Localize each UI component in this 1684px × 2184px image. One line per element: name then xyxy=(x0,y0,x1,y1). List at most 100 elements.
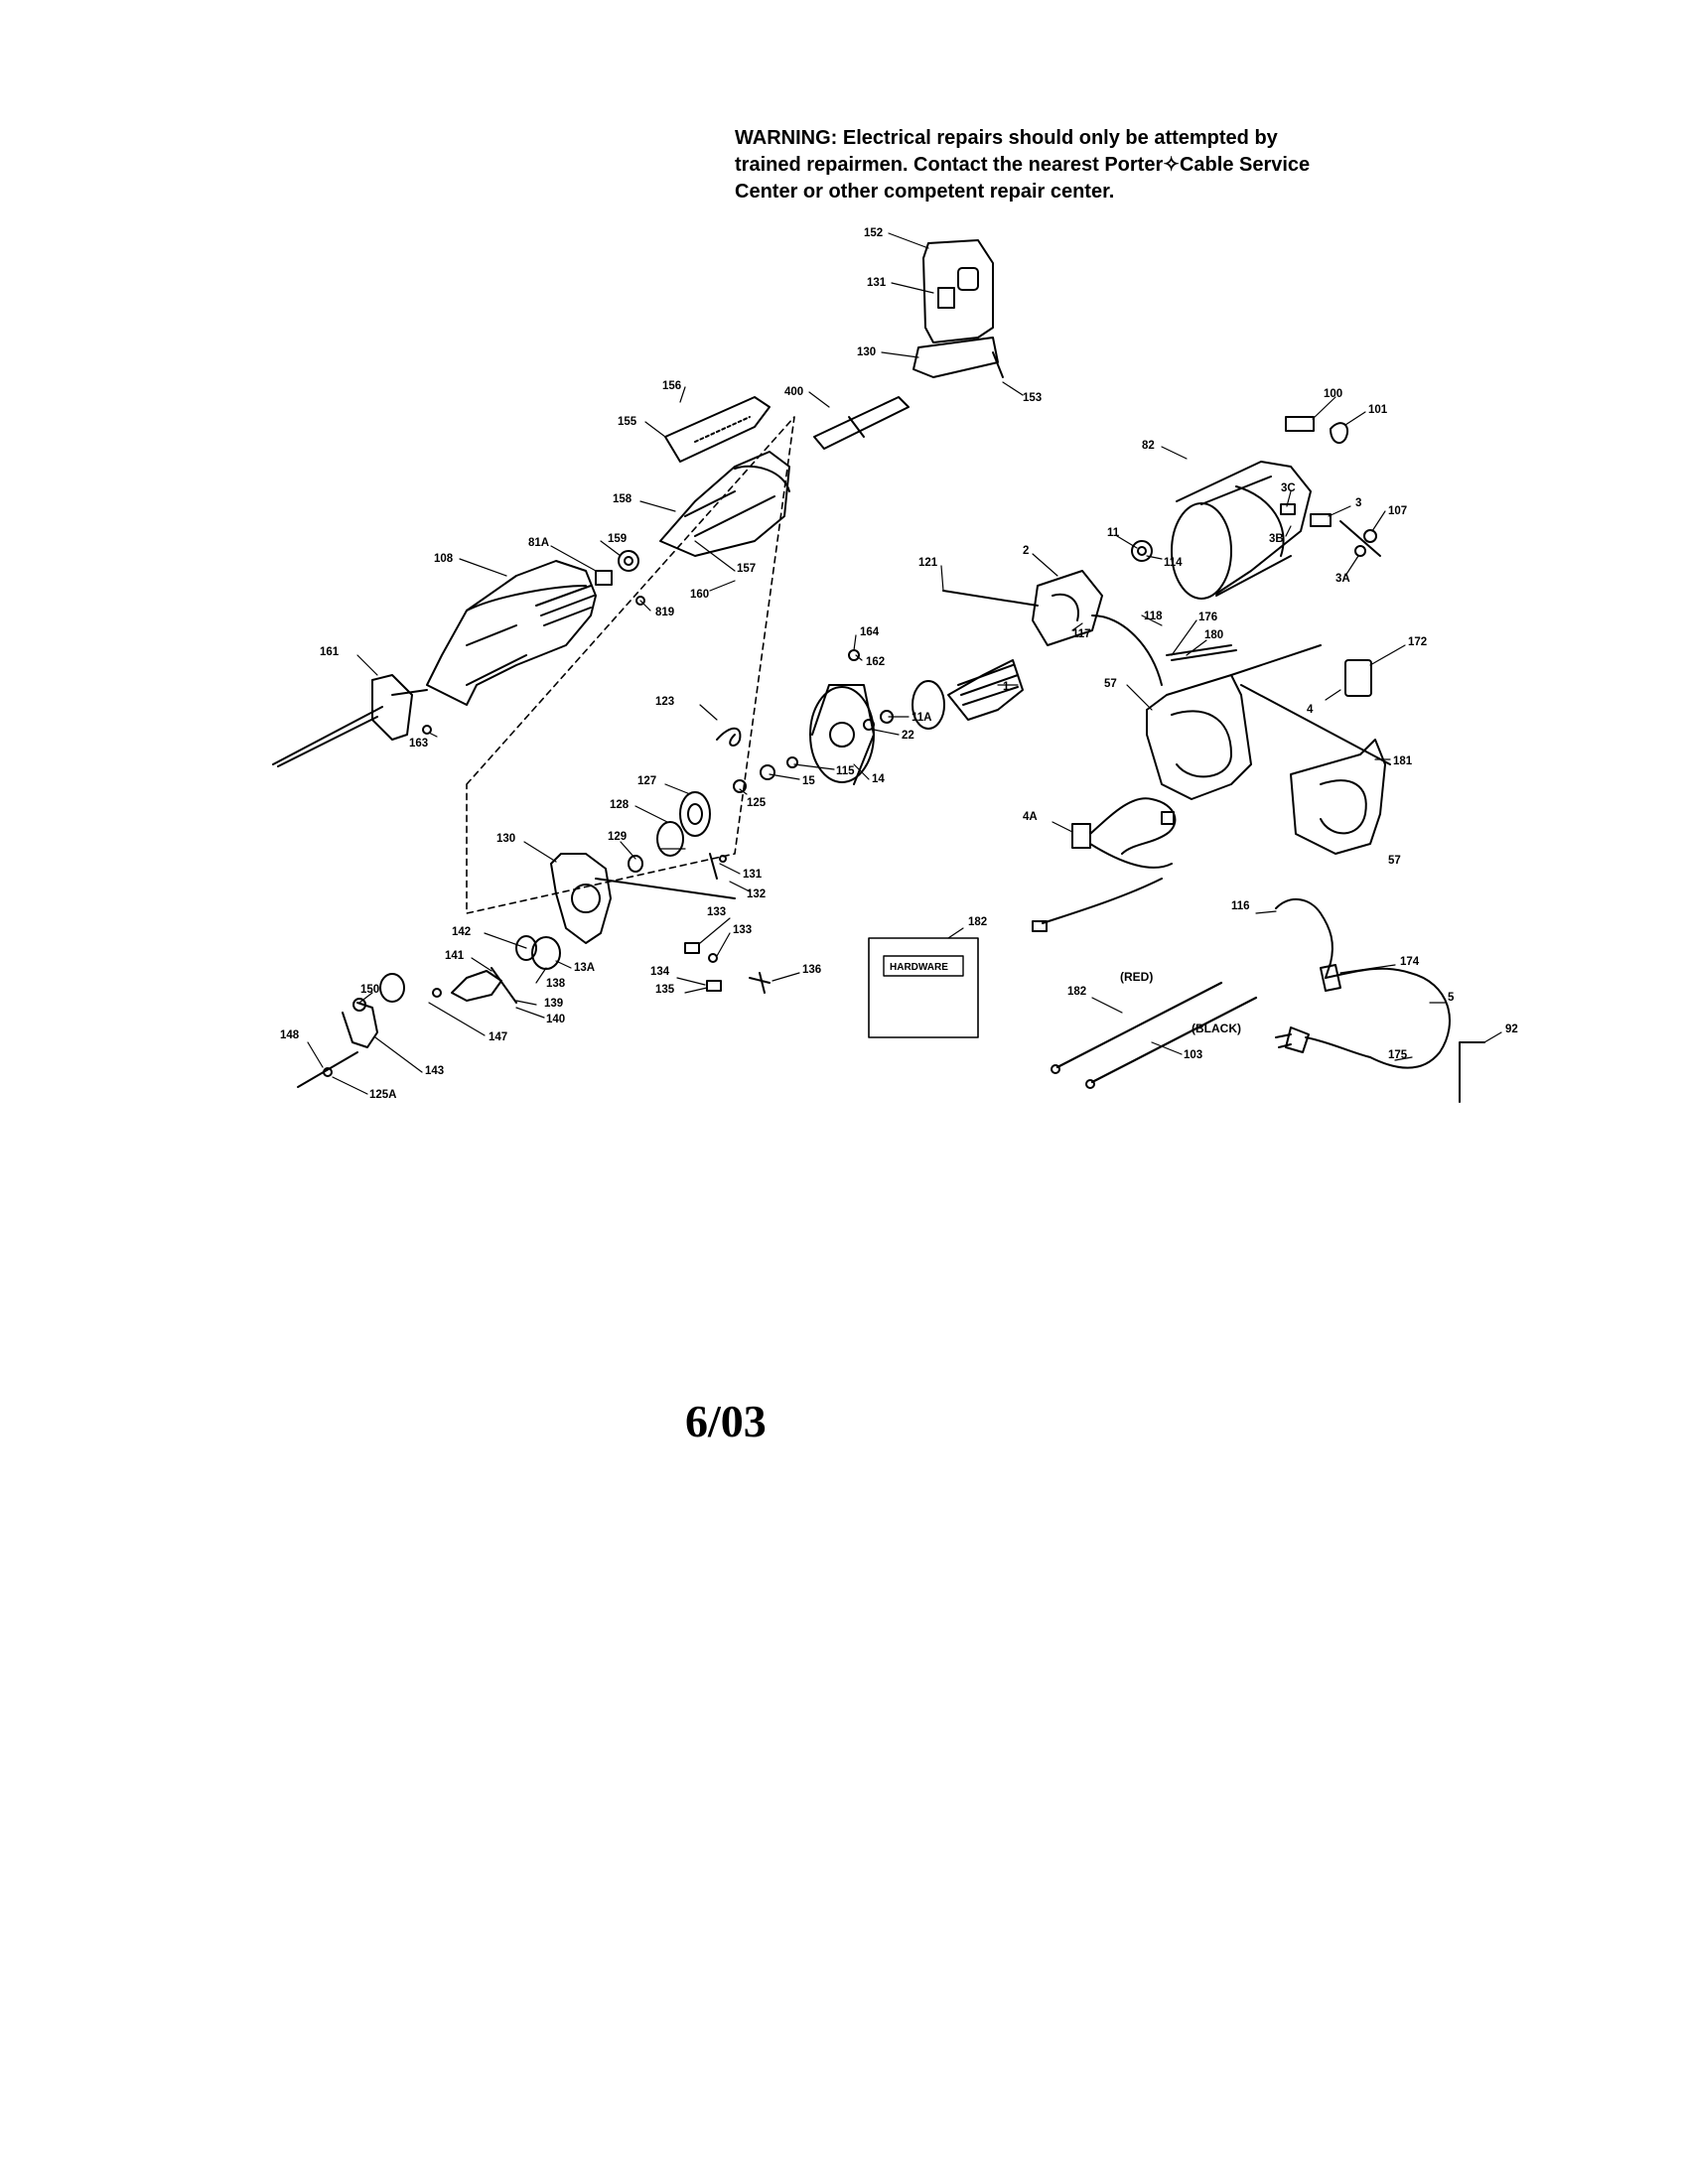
part-label: 5 xyxy=(1448,992,1455,1004)
part-label: 134 xyxy=(650,966,670,978)
part-label: 182 xyxy=(1067,986,1086,998)
warning-line-2: trained repairmen. Contact the nearest P… xyxy=(735,154,1311,176)
footer-date: 6/03 xyxy=(685,1396,767,1446)
field-part xyxy=(942,570,1163,686)
part-label: 172 xyxy=(1408,636,1427,648)
part-label: 819 xyxy=(655,607,674,618)
part-label: 157 xyxy=(737,563,756,575)
part-label: 159 xyxy=(608,533,627,545)
part-label: 133 xyxy=(733,924,752,936)
lead-red xyxy=(1055,981,1223,1069)
wire-label-black: (BLACK) xyxy=(1192,1022,1241,1035)
part-label: 138 xyxy=(546,978,566,990)
top-cover-part xyxy=(664,396,771,463)
warning-line-3: Center or other competent repair center. xyxy=(735,181,1115,203)
main-housing-part xyxy=(426,560,597,706)
wire-176 xyxy=(1166,644,1232,656)
part-label: 136 xyxy=(802,964,821,976)
part-label: 156 xyxy=(662,380,681,392)
part-label: 14 xyxy=(872,773,885,785)
part-label: 127 xyxy=(637,775,656,787)
part-label: 92 xyxy=(1505,1024,1518,1035)
part-label: 57 xyxy=(1388,855,1401,867)
part-label: 132 xyxy=(747,888,766,900)
part-label: 148 xyxy=(280,1029,300,1041)
part-label: 174 xyxy=(1400,956,1420,968)
part-label: 117 xyxy=(1072,628,1091,640)
part-label: 101 xyxy=(1368,404,1388,416)
switch-172 xyxy=(1344,659,1372,697)
part-label: 82 xyxy=(1142,440,1155,452)
part-label: 141 xyxy=(445,950,465,962)
part-label: 150 xyxy=(360,984,379,996)
handle-57-right-part xyxy=(1290,739,1386,855)
part-label: 135 xyxy=(655,984,675,996)
part-label: 128 xyxy=(610,799,630,811)
part-label: 103 xyxy=(1184,1049,1202,1061)
part-label: 131 xyxy=(867,277,887,289)
part-label: 129 xyxy=(608,831,627,843)
part-label: 11 xyxy=(1107,527,1120,539)
part-label: 118 xyxy=(1144,611,1163,622)
part-label: 158 xyxy=(613,493,632,505)
part-label: 3A xyxy=(1335,573,1350,585)
part-label: 152 xyxy=(864,227,883,239)
part-label: 400 xyxy=(784,386,803,398)
part-label: 147 xyxy=(489,1031,507,1043)
fan-baffle-part xyxy=(809,684,875,785)
part-label: 115 xyxy=(836,765,855,777)
warning-text: WARNING: Electrical repairs should only … xyxy=(735,125,1430,205)
part-label: 125 xyxy=(747,797,767,809)
part-label: 13A xyxy=(574,962,595,974)
part-label: 160 xyxy=(690,589,709,601)
part-label: 3C xyxy=(1281,482,1296,494)
crank-housing-part xyxy=(550,853,736,944)
part-label: 57 xyxy=(1104,678,1117,690)
part-label: 1 xyxy=(1003,681,1010,693)
bearing-157 xyxy=(618,550,639,572)
part-label: 142 xyxy=(452,926,471,938)
part-label: 155 xyxy=(618,416,637,428)
switch-100-part xyxy=(1285,416,1349,445)
blade-clamp-lower-part xyxy=(297,973,405,1088)
part-label: 140 xyxy=(546,1014,565,1025)
part-label: 22 xyxy=(902,730,914,742)
part-label: 81A xyxy=(528,537,549,549)
washer-164 xyxy=(848,649,860,661)
bearing-81a xyxy=(595,570,613,586)
part-label: 181 xyxy=(1393,755,1413,767)
exploded-parts-diagram: 152 131 130 153 400 156 155 158 100 101 … xyxy=(272,227,1518,1103)
part-label: 11A xyxy=(912,712,931,724)
part-label: 164 xyxy=(860,626,880,638)
part-label: 116 xyxy=(1231,900,1250,912)
wire-label-red: (RED) xyxy=(1120,970,1153,984)
part-label: 125A xyxy=(369,1089,397,1101)
part-label: 139 xyxy=(544,998,563,1010)
part-label: 3B xyxy=(1269,533,1284,545)
hardware-box-label: HARDWARE xyxy=(890,962,948,973)
part-label: 108 xyxy=(434,553,454,565)
brush-parts xyxy=(1280,503,1381,557)
part-label: 4A xyxy=(1023,811,1038,823)
lead-black xyxy=(1090,996,1258,1084)
part-label: 114 xyxy=(1164,557,1183,569)
part-label: 143 xyxy=(425,1065,444,1077)
part-label: 133 xyxy=(707,906,726,918)
part-label: 175 xyxy=(1388,1049,1408,1061)
cord-4a-part xyxy=(1032,797,1177,932)
part-labels: 152 131 130 153 400 156 155 158 100 101 … xyxy=(280,227,1518,1101)
part-label: 131 xyxy=(743,869,763,881)
part-label: 176 xyxy=(1198,612,1217,623)
part-label: 161 xyxy=(320,646,340,658)
armature-part xyxy=(863,659,1024,731)
part-label: 130 xyxy=(857,346,876,358)
part-label: 180 xyxy=(1204,629,1223,641)
part-label: 130 xyxy=(496,833,515,845)
hardware-box xyxy=(868,937,979,1038)
assembly-boundary xyxy=(466,416,795,914)
shaft-part xyxy=(813,396,910,450)
part-label: 162 xyxy=(866,656,885,668)
part-label: 123 xyxy=(655,696,674,708)
part-label: 153 xyxy=(1023,392,1042,404)
part-label: 15 xyxy=(802,775,815,787)
